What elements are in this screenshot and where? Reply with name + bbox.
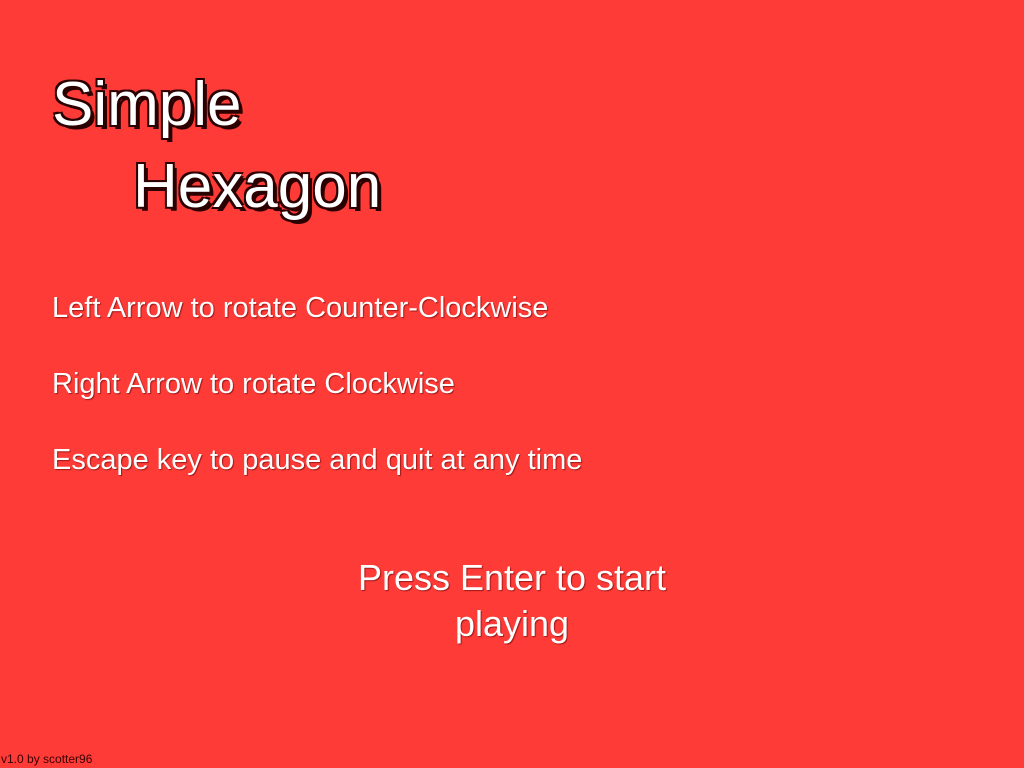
start-prompt-line-1: Press Enter to start xyxy=(357,557,667,598)
instruction-escape-key: Escape key to pause and quit at any time xyxy=(52,444,583,476)
instruction-right-arrow: Right Arrow to rotate Clockwise xyxy=(52,368,455,400)
version-credit: v1.0 by scotter96 xyxy=(1,752,93,766)
game-title-line-1: Simple xyxy=(52,70,242,139)
start-prompt-line-2: playing xyxy=(454,603,570,644)
instruction-left-arrow: Left Arrow to rotate Counter-Clockwise xyxy=(52,292,549,324)
game-title-line-2: Hexagon xyxy=(133,152,382,221)
